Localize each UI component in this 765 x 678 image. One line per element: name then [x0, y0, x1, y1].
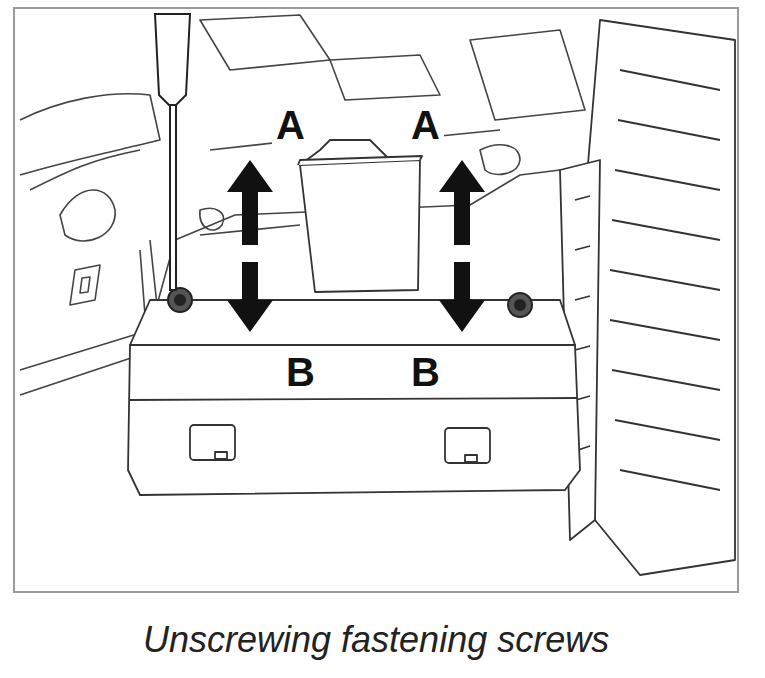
arrow-up [439, 160, 485, 245]
clip [480, 145, 520, 175]
harness-clip [60, 190, 115, 241]
screw-head [515, 300, 525, 310]
background-parts [20, 15, 585, 395]
module-slot [190, 425, 235, 460]
frame [14, 8, 738, 592]
clip [200, 208, 224, 230]
relay [298, 140, 422, 292]
fuse-box [560, 20, 735, 575]
fastening-screw [168, 288, 192, 312]
screwdriver [155, 14, 190, 290]
arrow-up [227, 160, 273, 245]
control-module [128, 300, 580, 495]
screw-head [175, 295, 185, 305]
arrow-down [439, 262, 485, 332]
edge-line [30, 150, 140, 190]
screwdriver-shaft [170, 105, 176, 290]
plate-edge [20, 355, 140, 395]
direction-arrows [227, 160, 485, 332]
fuse-ribs [610, 70, 720, 490]
module-slot-hole [465, 455, 477, 462]
module-edge [130, 398, 578, 400]
fuse-box-body [580, 20, 735, 575]
part-letter: A [407, 103, 444, 147]
relay-body [300, 160, 420, 292]
part-letter: B [282, 350, 319, 394]
screwdriver-handle [155, 14, 190, 105]
part-letter: B [407, 350, 444, 394]
module-front [128, 345, 580, 495]
upper-bracket [470, 30, 585, 120]
relay-lip [298, 156, 422, 165]
upper-bracket [330, 55, 440, 100]
upper-bracket [200, 15, 330, 70]
part-letter: A [272, 103, 309, 147]
module-slot [445, 428, 490, 463]
fastening-screw [508, 293, 532, 317]
module-slot-hole [215, 452, 227, 459]
caption: Unscrewing fastening screws [143, 620, 609, 660]
symbol-h [70, 265, 100, 305]
arrow-down [227, 262, 273, 332]
